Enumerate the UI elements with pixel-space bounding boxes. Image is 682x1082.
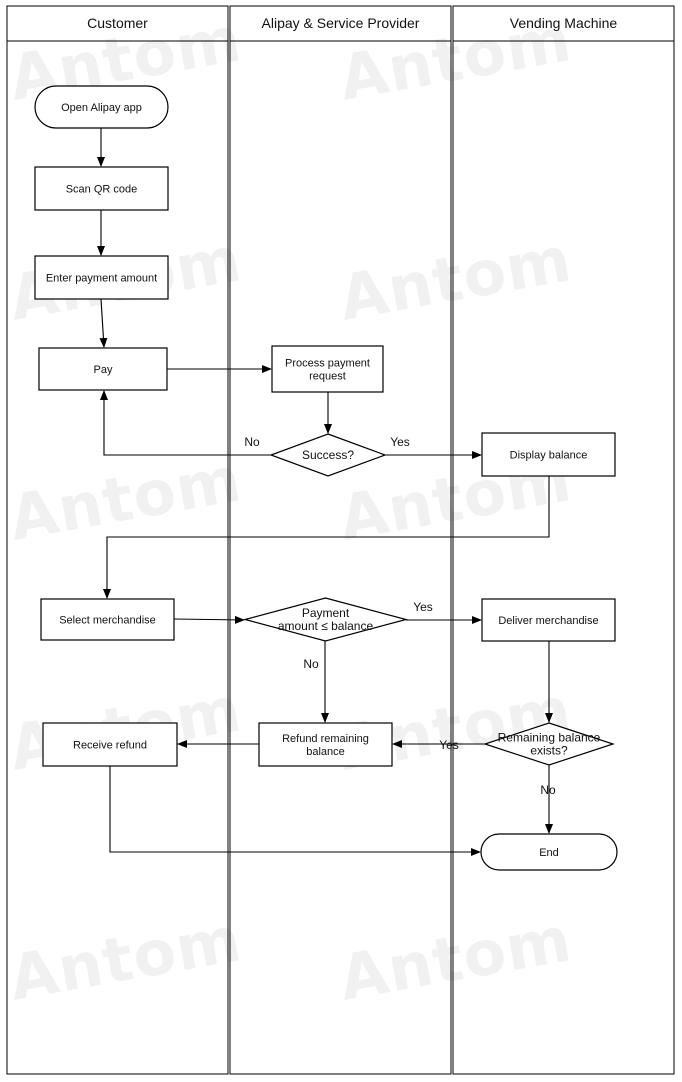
- watermark-logo: Antom: [334, 222, 577, 335]
- node-label: Pay: [94, 364, 113, 376]
- node-label: amount ≤ balance: [278, 619, 374, 633]
- process-shape: [271, 345, 384, 393]
- swimlanes: Customer Alipay & Service Provider Vending…: [6, 5, 675, 1075]
- watermark-logo: Antom: [4, 902, 247, 1015]
- watermark-logo: Antom: [334, 902, 577, 1015]
- node-label: balance: [306, 746, 345, 758]
- node-enter-amount: Enter payment amount: [34, 255, 169, 300]
- node-label: Enter payment amount: [46, 273, 157, 285]
- watermark-logo: Antom: [4, 442, 247, 555]
- decision-shape: [242, 597, 409, 642]
- node-success: Success?: [269, 433, 387, 477]
- lane-customer: Customer: [6, 5, 229, 1075]
- process-shape: [481, 598, 616, 642]
- node-label: Receive refund: [73, 740, 147, 752]
- node-label: Payment: [302, 606, 350, 620]
- edge-label-no: No: [303, 657, 319, 671]
- edge-label-yes: Yes: [390, 435, 410, 449]
- edge-select-merch-to-payment-check: [173, 615, 245, 624]
- node-label: Deliver merchandise: [498, 615, 598, 627]
- node-label: End: [539, 847, 559, 859]
- node-receive-refund: Receive refund: [42, 722, 178, 767]
- decision-shape: [269, 433, 387, 477]
- node-display-balance: Display balance: [481, 432, 616, 477]
- process-shape: [34, 255, 169, 300]
- node-label: Success?: [302, 448, 354, 462]
- edge-enter-amount-to-pay: [99, 298, 108, 348]
- node-label: Process payment: [285, 358, 370, 370]
- lane-vending: Vending Machine: [452, 5, 675, 1075]
- node-end: End: [480, 833, 618, 871]
- node-label: Select merchandise: [59, 615, 156, 627]
- node-deliver-merch: Deliver merchandise: [481, 598, 616, 642]
- lane-title: Customer: [87, 15, 148, 31]
- terminal-shape: [480, 833, 618, 871]
- node-label: Display balance: [510, 450, 588, 462]
- process-shape: [34, 166, 169, 211]
- edge-label-no: No: [540, 783, 556, 797]
- lane-border: [229, 5, 452, 1075]
- edge-receive-refund-to-end: [109, 766, 481, 856]
- process-shape: [38, 347, 168, 391]
- lane-title: Alipay & Service Provider: [262, 15, 420, 31]
- node-label: Open Alipay app: [61, 102, 142, 114]
- node-pay: Pay: [38, 347, 168, 391]
- node-open-app: Open Alipay app: [34, 85, 169, 129]
- lane-border: [6, 5, 229, 1075]
- edge-label-yes: Yes: [439, 738, 459, 752]
- edge-success-to-pay: [100, 390, 271, 456]
- node-label: request: [309, 371, 346, 383]
- edge-label-yes: Yes: [413, 600, 433, 614]
- process-shape: [481, 432, 616, 477]
- node-label: exists?: [530, 744, 568, 758]
- node-label: Refund remaining: [282, 733, 369, 745]
- process-shape: [258, 722, 393, 767]
- lane-alipay: Alipay & Service Provider: [229, 5, 452, 1075]
- terminal-shape: [34, 85, 169, 129]
- node-scan-qr: Scan QR code: [34, 166, 169, 211]
- connector-layer: [97, 128, 553, 856]
- node-label: Scan QR code: [66, 184, 138, 196]
- lane-title: Vending Machine: [510, 15, 618, 31]
- node-select-merch: Select merchandise: [40, 598, 175, 641]
- process-shape: [40, 598, 175, 641]
- process-shape: [42, 722, 178, 767]
- node-label: Remaining balance: [498, 731, 601, 745]
- edge-label-no: No: [244, 435, 260, 449]
- lane-border: [452, 5, 675, 1075]
- decision-shape: [483, 722, 615, 766]
- edge-display-balance-to-select-merch: [103, 476, 550, 599]
